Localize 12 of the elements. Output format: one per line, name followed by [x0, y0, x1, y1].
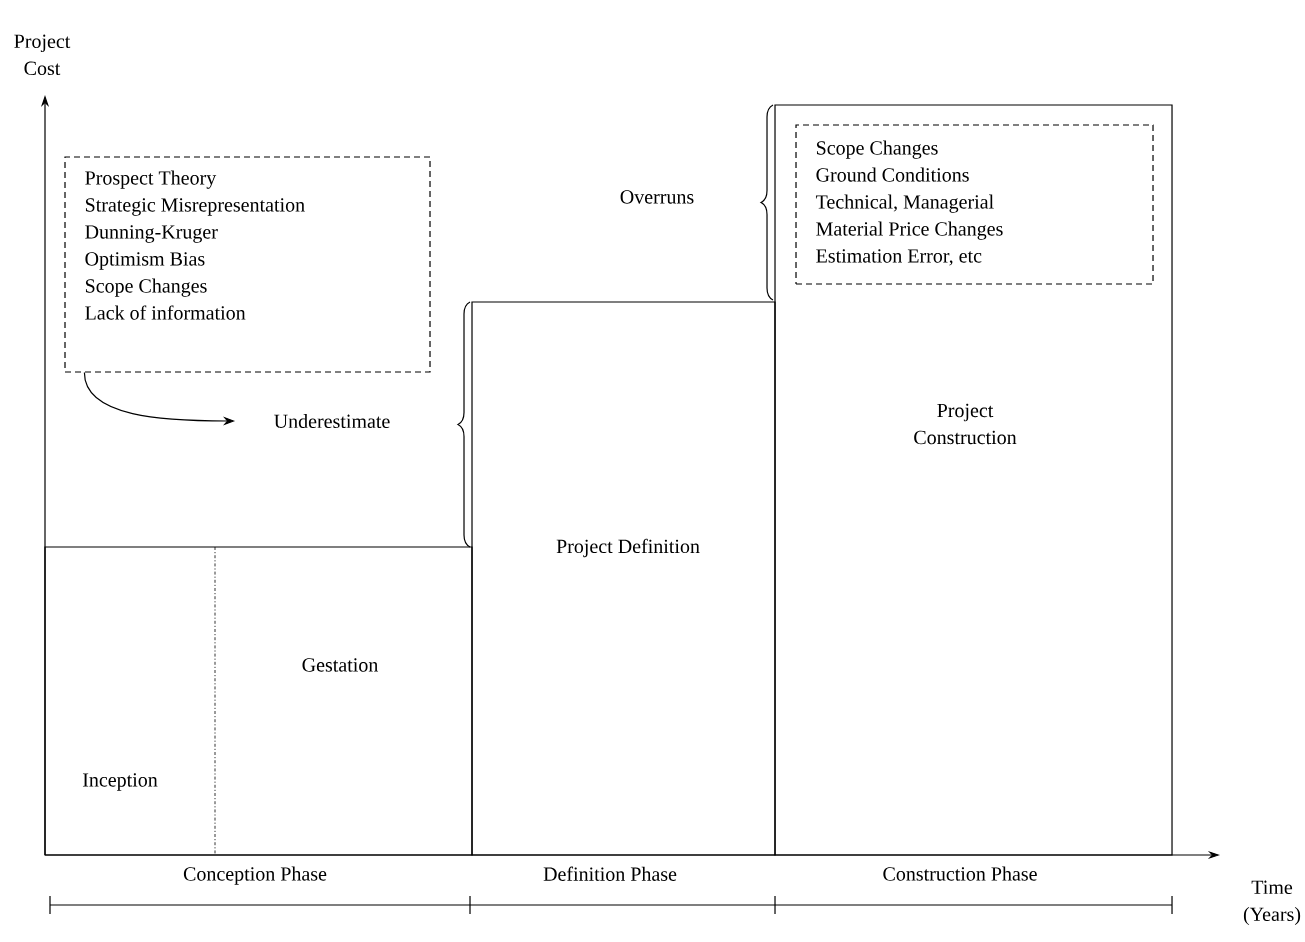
- dashed-box: Scope Changes Ground Conditions Technical, Managerial Material Price Changes Estimation Error, etc: [795, 124, 1154, 285]
- axis-label: Project Cost: [14, 34, 71, 76]
- dashed-box: Prospect Theory Strategic Misrepresentation Dunning-Kruger Optimism Bias Scope Changes Lack of information: [64, 156, 431, 373]
- phase-label: Construction Phase: [883, 866, 1037, 881]
- axis-label: Time (Years): [1243, 880, 1301, 926]
- underestimate-label: Underestimate: [274, 413, 390, 429]
- phase-text: Inception: [82, 773, 158, 791]
- conception-box: [44, 546, 473, 856]
- phase-label: Conception Phase: [183, 866, 327, 885]
- brace-label: Overruns: [620, 190, 694, 204]
- process-box: Project Definition: [471, 301, 776, 856]
- phase-text: Gestation: [302, 658, 379, 672]
